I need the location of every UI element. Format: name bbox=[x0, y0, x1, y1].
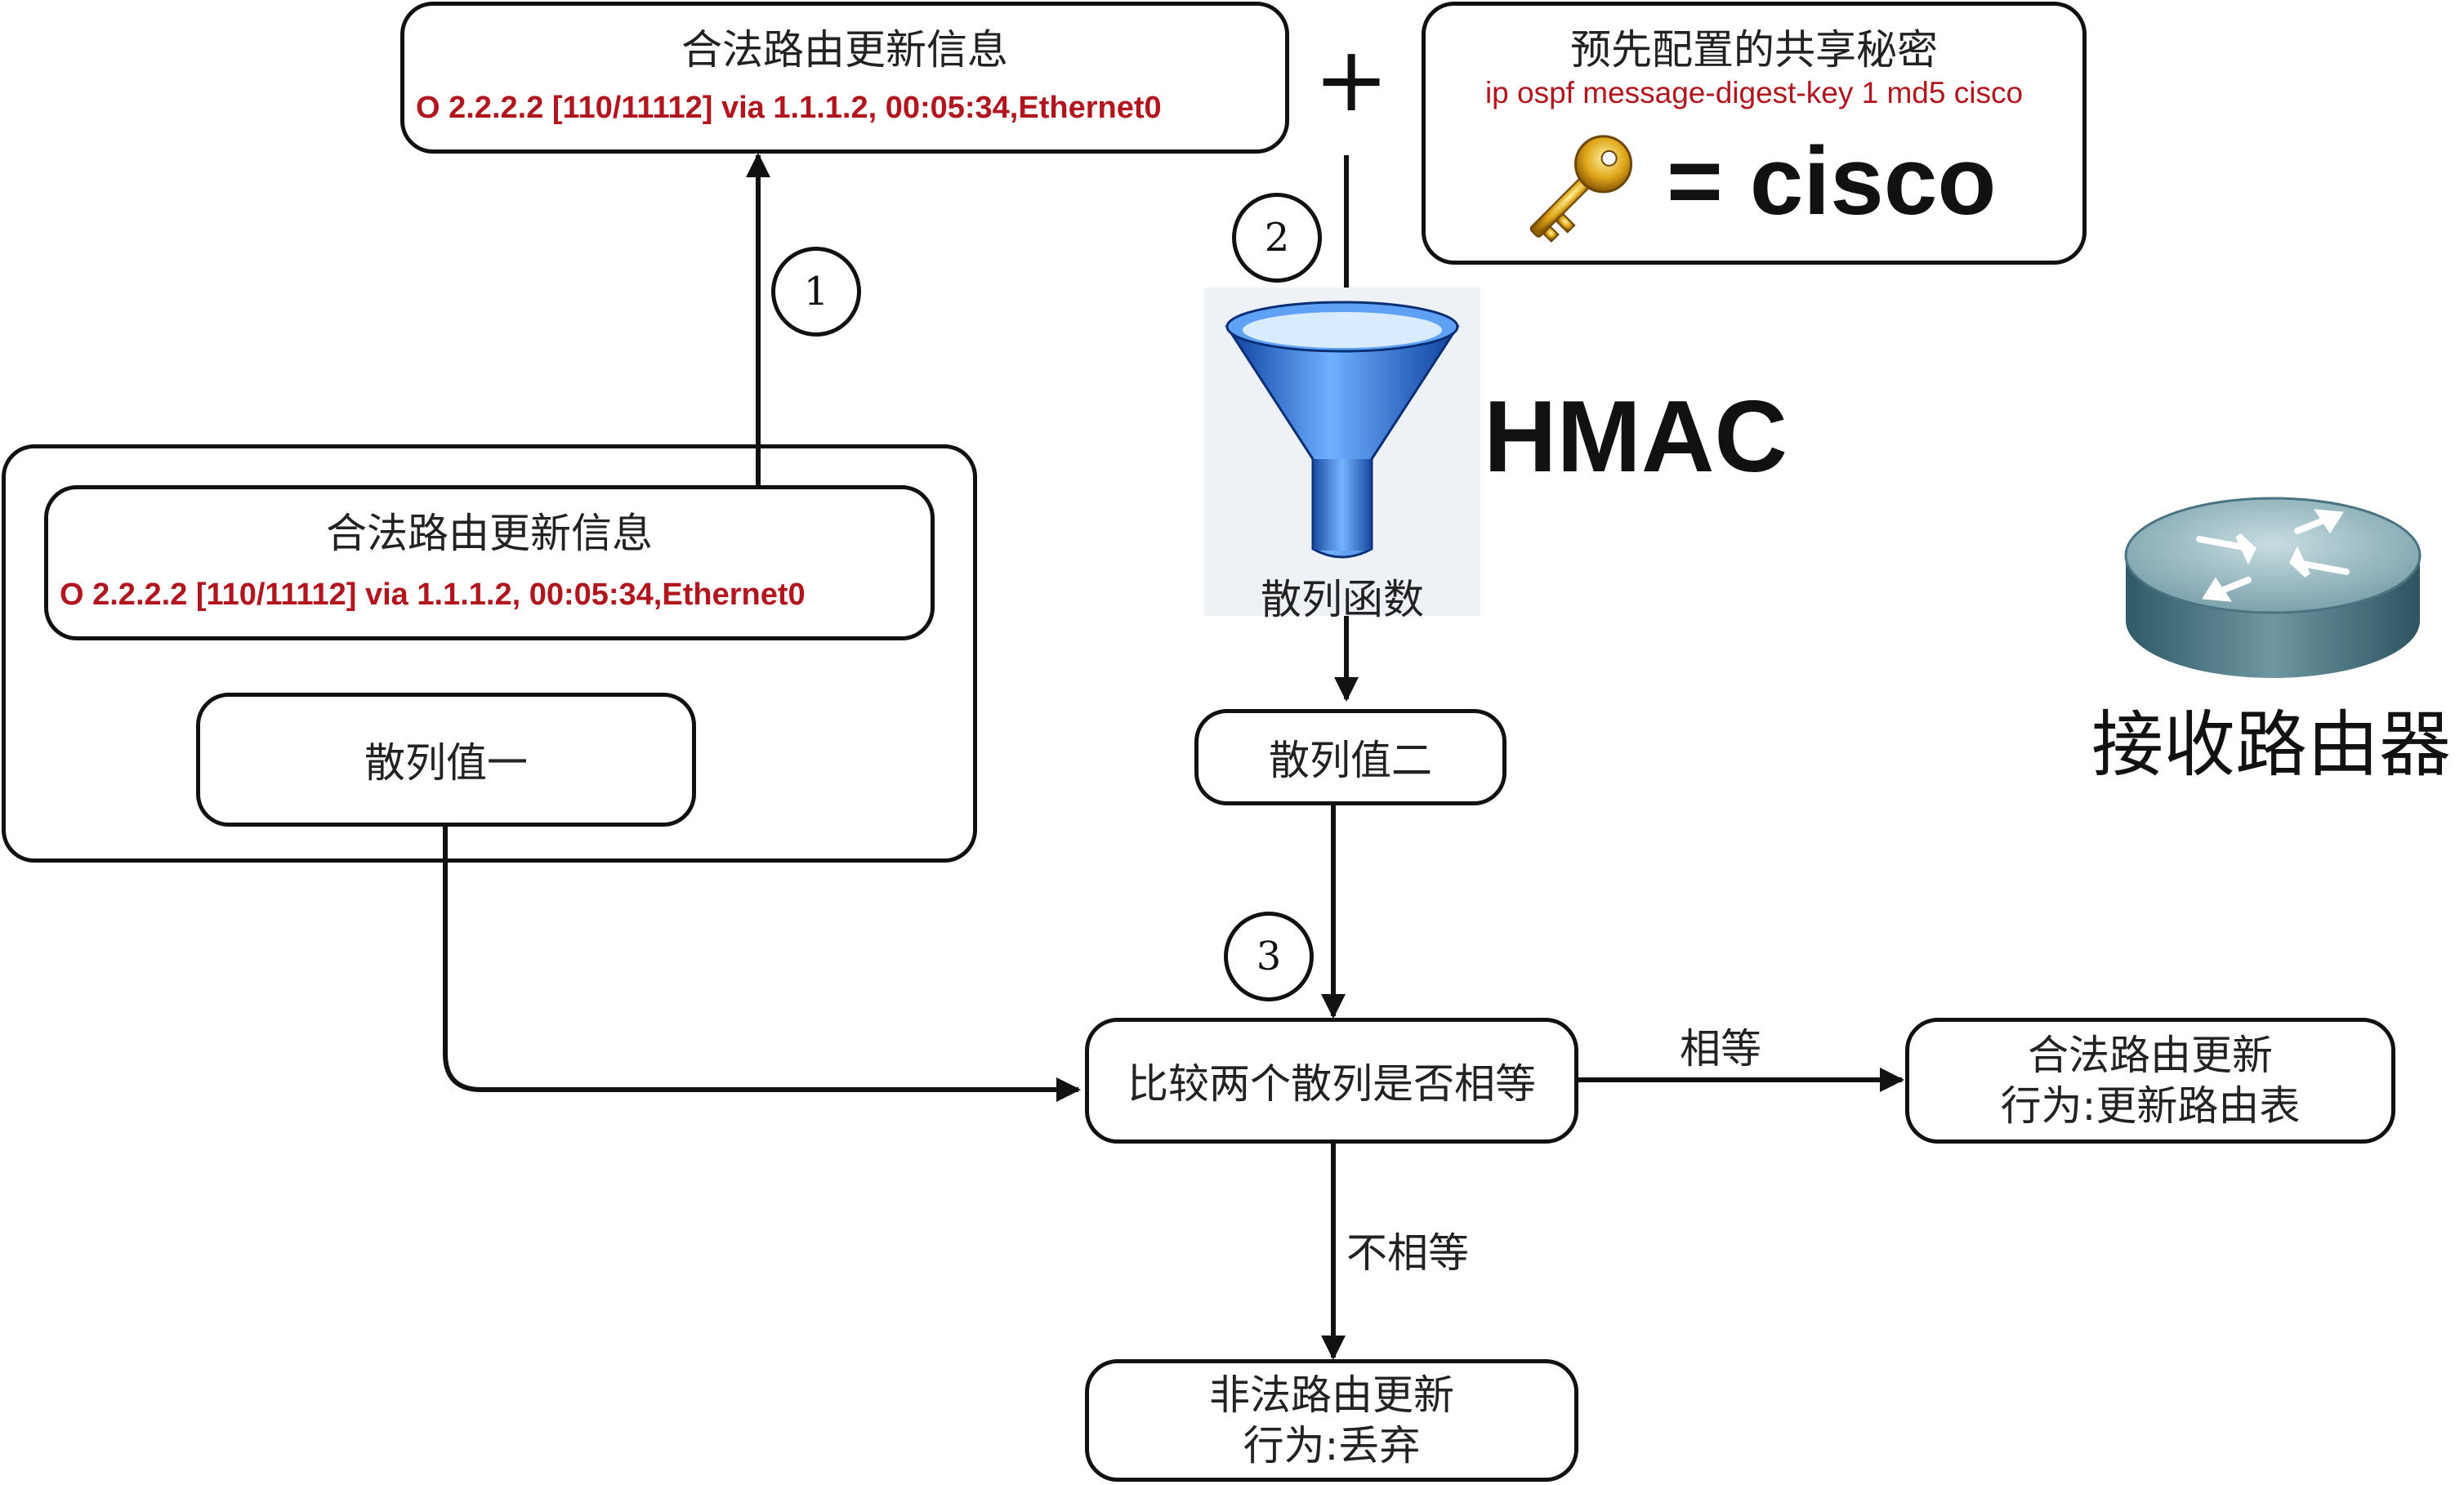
top-update-title: 合法路由更新信息 bbox=[681, 26, 1008, 74]
step-3-marker: 3 bbox=[1224, 912, 1314, 1001]
legit-update-title: 合法路由更新 bbox=[2028, 1032, 2273, 1079]
secret-equals-value: = cisco bbox=[1667, 127, 1997, 235]
step-1-marker: 1 bbox=[771, 247, 861, 337]
hmac-label: HMAC bbox=[1484, 381, 1788, 493]
compare-hashes-box: 比较两个散列是否相等 bbox=[1085, 1018, 1578, 1144]
illegal-update-box: 非法路由更新 行为:丢弃 bbox=[1085, 1359, 1578, 1482]
key-icon bbox=[1529, 135, 1633, 243]
hash-function-panel: 散列函数 bbox=[1204, 288, 1480, 623]
plus-sign: + bbox=[1314, 27, 1390, 132]
hash-value-two-box: 散列值二 bbox=[1194, 709, 1507, 805]
shared-secret-box: 预先配置的共享秘密 ip ospf message-digest-key 1 m… bbox=[1422, 2, 2087, 265]
router-label: 接收路由器 bbox=[2091, 702, 2452, 787]
inner-update-route: O 2.2.2.2 [110/11112] via 1.1.1.2, 00:05… bbox=[60, 578, 806, 612]
legit-update-box: 合法路由更新 行为:更新路由表 bbox=[1905, 1018, 2395, 1144]
hash-value-one-box: 散列值一 bbox=[196, 693, 696, 827]
inner-update-title: 合法路由更新信息 bbox=[326, 510, 653, 557]
illegal-update-title: 非法路由更新 bbox=[1209, 1371, 1454, 1419]
hash-function-label: 散列函数 bbox=[1261, 576, 1424, 623]
not-equal-label: 不相等 bbox=[1346, 1229, 1469, 1277]
router-icon bbox=[2124, 497, 2422, 678]
top-update-box: 合法路由更新信息 O 2.2.2.2 [110/11112] via 1.1.1… bbox=[400, 2, 1289, 154]
shared-secret-command: ip ospf message-digest-key 1 md5 cisco bbox=[1484, 76, 2024, 109]
funnel-icon bbox=[1225, 301, 1460, 559]
shared-secret-title: 预先配置的共享秘密 bbox=[1570, 26, 1938, 74]
update-packet-container bbox=[2, 444, 977, 863]
equal-label: 相等 bbox=[1680, 1025, 1761, 1072]
top-update-route: O 2.2.2.2 [110/11112] via 1.1.1.2, 00:05… bbox=[416, 91, 1162, 125]
legit-update-action: 行为:更新路由表 bbox=[2000, 1082, 2301, 1130]
arrow-hash-one-to-compare bbox=[443, 827, 1081, 1102]
inner-update-box: 合法路由更新信息 O 2.2.2.2 [110/11112] via 1.1.1… bbox=[44, 485, 935, 640]
step-2-marker: 2 bbox=[1232, 193, 1322, 283]
illegal-update-action: 行为:丢弃 bbox=[1243, 1422, 1421, 1469]
